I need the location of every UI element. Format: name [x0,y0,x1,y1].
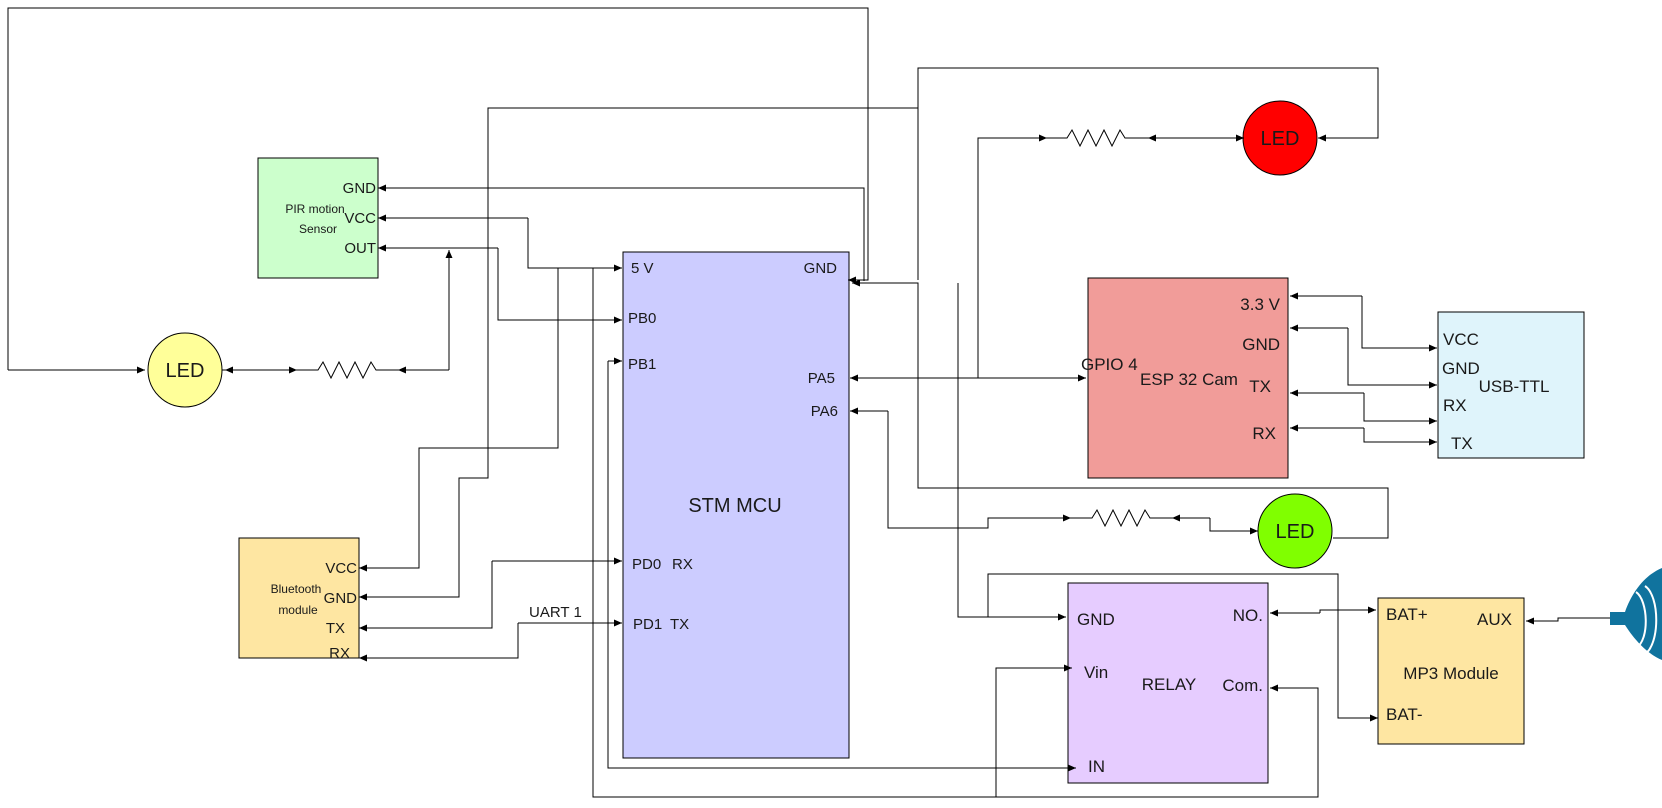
esp32-pin-gpio4: GPIO 4 [1081,355,1138,374]
relay-pin-gnd: GND [1077,610,1115,629]
esp32-pin-rx: RX [1252,424,1276,443]
esp32-pin-3v3: 3.3 V [1240,295,1280,314]
mp3-module-block [1377,597,1525,745]
speaker-icon [1610,568,1662,660]
bluetooth-title-line1: Bluetooth [271,582,322,596]
labels: STM MCU 5 V GND PB0 PB1 PA5 PA6 PD0 RX P… [166,128,1550,776]
relay-block [1067,582,1269,784]
relay-title: RELAY [1142,675,1197,694]
mcu-pin-pb0: PB0 [628,310,656,327]
bluetooth-pin-tx: TX [326,620,345,637]
usb-ttl-pin-tx: TX [1451,434,1473,453]
relay-pin-vin: Vin [1084,663,1108,682]
mp3-pin-aux: AUX [1477,610,1512,629]
usb-ttl-pin-vcc: VCC [1443,330,1479,349]
led-green-label: LED [1276,521,1315,543]
resistor-bottom [1070,508,1172,528]
pir-pin-gnd: GND [343,180,377,197]
resistor-left [296,360,398,380]
bluetooth-pin-gnd: GND [324,590,358,607]
bluetooth-pin-vcc: VCC [325,560,357,577]
mcu-pin-pd1-tx: TX [670,616,689,633]
relay-pin-no: NO. [1233,606,1263,625]
mp3-pin-bat-plus: BAT+ [1386,605,1428,624]
mcu-pin-5v: 5 V [631,260,654,277]
pir-title-line1: PIR motion [285,202,344,216]
resistor-top [1044,128,1148,148]
pir-pin-vcc: VCC [344,210,376,227]
pir-title-line2: Sensor [299,222,337,236]
bluetooth-pin-rx: RX [329,645,350,662]
usb-ttl-pin-gnd: GND [1442,359,1480,378]
mp3-title: MP3 Module [1403,664,1498,683]
mcu-pin-gnd: GND [804,260,838,277]
usb-ttl-title: USB-TTL [1479,377,1550,396]
mcu-pin-pd0-rx: RX [672,556,693,573]
mcu-pin-pa5: PA5 [808,370,835,387]
mcu-title: STM MCU [688,495,781,517]
bluetooth-title-line2: module [278,603,318,617]
esp32-cam-block [1087,277,1289,479]
mp3-pin-bat-minus: BAT- [1386,705,1423,724]
pir-pin-out: OUT [344,240,376,257]
mcu-pin-pb1: PB1 [628,356,656,373]
led-red-label: LED [1261,128,1300,150]
wires [7,7,1610,798]
mcu-pin-pd1: PD1 [633,616,662,633]
relay-pin-in: IN [1088,757,1105,776]
esp32-title: ESP 32 Cam [1140,370,1238,389]
mcu-pin-pd0: PD0 [632,556,661,573]
esp32-pin-gnd: GND [1242,335,1280,354]
stm-mcu-block [622,251,850,759]
bluetooth-module-block [238,537,360,659]
mcu-pin-pa6: PA6 [811,403,838,420]
led-yellow-label: LED [166,360,205,382]
relay-pin-com: Com. [1222,676,1263,695]
usb-ttl-block [1437,311,1585,459]
esp32-pin-tx: TX [1249,377,1271,396]
usb-ttl-pin-rx: RX [1443,396,1467,415]
uart-label: UART 1 [529,604,582,621]
pir-sensor-block [257,157,379,279]
